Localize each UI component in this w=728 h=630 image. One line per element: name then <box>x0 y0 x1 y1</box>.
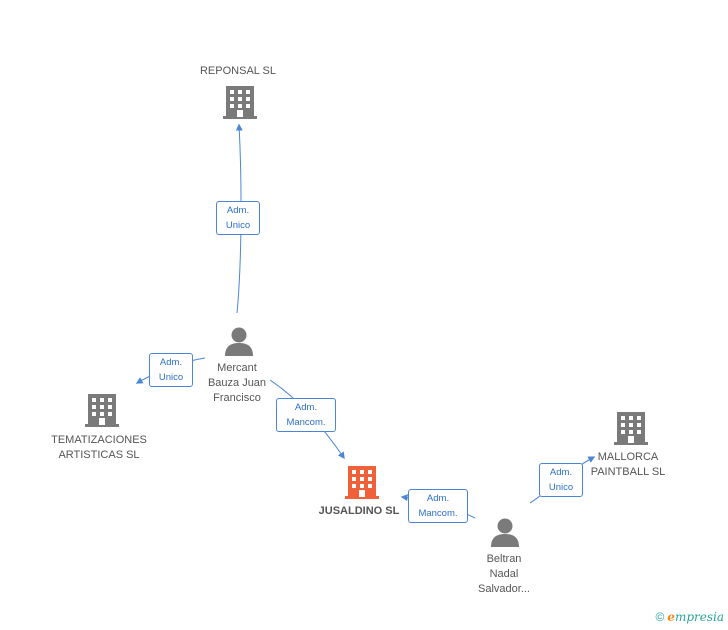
copyright-icon: © <box>655 610 665 624</box>
company-name: JUSALDINO SL <box>318 505 400 517</box>
node-label-mercant[interactable]: Mercant Bauza Juan Francisco <box>208 361 266 406</box>
building-icon[interactable] <box>223 86 257 119</box>
building-icon-focus[interactable] <box>345 466 379 499</box>
role-line: Adm. <box>426 493 450 504</box>
node-label-jusaldino[interactable]: JUSALDINO SL <box>319 504 400 519</box>
edge-label-mercant-jusaldino[interactable]: Adm. Mancom. <box>276 398 336 432</box>
edge-label-mercant-tematizaciones[interactable]: Adm. Unico <box>149 353 193 387</box>
person-name-line: Salvador... <box>478 583 530 595</box>
node-label-mallorca[interactable]: MALLORCA PAINTBALL SL <box>591 450 666 480</box>
edge-label-mercant-reponsal[interactable]: Adm. Unico <box>216 201 260 235</box>
brand-initial: e <box>667 610 675 624</box>
role-line: Adm. <box>294 402 318 413</box>
edge-label-beltran-mallorca[interactable]: Adm. Unico <box>539 463 583 497</box>
role-line: Mancom. <box>286 417 326 428</box>
person-name-line: Nadal <box>489 568 519 580</box>
person-name-line: Beltran <box>486 553 522 565</box>
person-name-line: Francisco <box>213 392 261 404</box>
role-line: Unico <box>158 372 184 383</box>
brand-name: mpresia <box>674 610 724 624</box>
person-icon[interactable] <box>225 327 253 357</box>
company-name-line: PAINTBALL SL <box>590 466 666 478</box>
role-line: Unico <box>548 482 574 493</box>
footer-brand: © empresia <box>655 610 724 624</box>
edges <box>135 123 596 519</box>
person-name-line: Bauza Juan <box>207 377 267 389</box>
person-icon[interactable] <box>491 518 519 548</box>
node-label-tematizaciones[interactable]: TEMATIZACIONES ARTISTICAS SL <box>51 433 147 463</box>
person-name-line: Mercant <box>217 362 257 374</box>
edge-label-beltran-jusaldino[interactable]: Adm. Mancom. <box>408 489 468 523</box>
company-name: REPONSAL SL <box>199 65 277 77</box>
role-line: Adm. <box>159 357 183 368</box>
company-name-line: MALLORCA <box>597 451 659 463</box>
role-line: Unico <box>225 220 251 231</box>
role-line: Adm. <box>226 205 250 216</box>
company-name-line: TEMATIZACIONES <box>51 434 147 446</box>
role-line: Adm. <box>549 467 573 478</box>
company-name-line: ARTISTICAS SL <box>58 449 140 461</box>
building-icon[interactable] <box>614 412 648 445</box>
role-line: Mancom. <box>418 508 458 519</box>
brand-logo[interactable]: empresia <box>667 610 724 624</box>
node-label-reponsal[interactable]: REPONSAL SL <box>200 64 276 79</box>
node-label-beltran[interactable]: Beltran Nadal Salvador... <box>478 552 530 597</box>
building-icon[interactable] <box>85 394 119 427</box>
